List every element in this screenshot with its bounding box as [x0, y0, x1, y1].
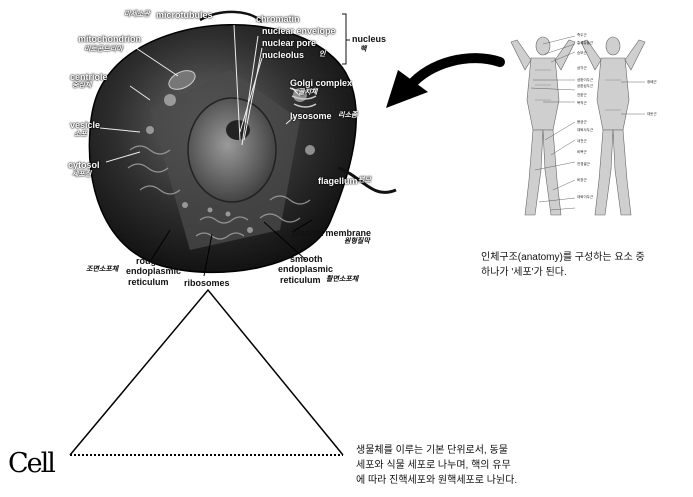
label-cytosol-ko: 세포질 [72, 171, 91, 179]
label-centriole-ko: 중심체 [72, 82, 91, 90]
label-mitochondrion-ko: 미토콘드리아 [84, 46, 123, 54]
label-nucleolus-ko: 인 [319, 51, 325, 59]
anatomy-label: 복직근 [577, 101, 587, 105]
label-nuclear-envelope: nuclear envelope [262, 26, 336, 36]
label-vesicle-ko: 소포 [74, 131, 87, 139]
anatomy-caption-line-1: 인체구조(anatomy)를 구성하는 요소 중 [481, 251, 645, 265]
label-rough-er-3: reticulum [128, 277, 169, 287]
anatomy-label: 측두근 [577, 33, 587, 37]
label-centriole: centriole [70, 72, 108, 82]
anatomy-label: 비복근 [577, 150, 587, 154]
anatomy-label: 상완이두근 [577, 78, 593, 82]
label-ribosomes: ribosomes [184, 278, 230, 288]
curved-arrow [410, 58, 500, 86]
cell-caption-line-1: 생물체를 이루는 기본 단위로서, 동물 [356, 444, 508, 458]
label-nucleolus: nucleolus [262, 50, 304, 60]
anatomy-label: 내전근 [577, 139, 587, 143]
label-rough-er-2: endoplasmic [126, 266, 181, 276]
label-flagellum-ko: 편모 [358, 177, 371, 185]
label-cytosol: cytosol [68, 160, 100, 170]
anatomy-label: 승모근 [577, 51, 587, 55]
anatomy-label: 광배근 [647, 80, 657, 84]
anatomy-label: 대둔근 [647, 112, 657, 116]
label-vesicle: vesicle [70, 120, 100, 130]
label-nucleus-ko: 핵 [360, 46, 366, 54]
label-microtubules-ko: 미세소관 [124, 11, 150, 19]
label-microtubules: microtubules [156, 10, 213, 20]
anatomy-label: 대퇴사두근 [577, 128, 593, 132]
label-smooth-er-ko: 활면소포체 [326, 276, 358, 284]
label-lysosome-ko: 리소좀 [338, 112, 357, 120]
anatomy-label: 흉쇄유돌근 [577, 41, 593, 45]
anatomy-label: 비장근 [577, 178, 587, 182]
label-plasma-membrane: plasma membrane [292, 228, 371, 238]
label-lysosome: lysosome [290, 111, 332, 121]
label-rough-er-ko: 조면소포체 [86, 266, 118, 274]
label-nuclear-pore: nuclear pore [262, 38, 316, 48]
nucleus-shape [188, 98, 276, 202]
cell-caption-line-2: 세포와 식물 세포로 나누며, 핵의 유무 [356, 459, 511, 473]
label-plasma-membrane-ko: 원형질막 [344, 238, 370, 246]
anatomy-label: 전완근 [577, 93, 587, 97]
label-smooth-er-3: reticulum [280, 275, 321, 285]
label-nucleus: nucleus [352, 34, 386, 44]
cell-title: Cell [8, 448, 54, 479]
anatomy-label: 전경골근 [577, 162, 590, 166]
label-golgi-complex: Golgi complex [290, 78, 352, 88]
nucleus-bracket [342, 14, 350, 64]
anatomy-label: 삼각근 [577, 66, 587, 70]
label-rough-er-1: rough [136, 256, 162, 266]
label-smooth-er-1: smooth [290, 254, 323, 264]
label-mitochondrion: mitochondrion [78, 34, 141, 44]
cell-caption-line-3: 에 따라 진핵세포와 원핵세포로 나뉜다. [356, 474, 517, 488]
anatomy-label: 대퇴이두근 [577, 195, 593, 199]
label-chromatin: chromatin [256, 14, 300, 24]
label-smooth-er-2: endoplasmic [278, 264, 333, 274]
label-golgi-ko: 골지체 [298, 89, 317, 97]
anatomy-label: 상완삼두근 [577, 84, 593, 88]
anatomy-caption-line-2: 하나가 '세포'가 된다. [481, 266, 567, 280]
triangle-lines [70, 290, 343, 455]
anatomy-label: 봉공근 [577, 120, 587, 124]
label-flagellum: flagellum [318, 176, 358, 186]
